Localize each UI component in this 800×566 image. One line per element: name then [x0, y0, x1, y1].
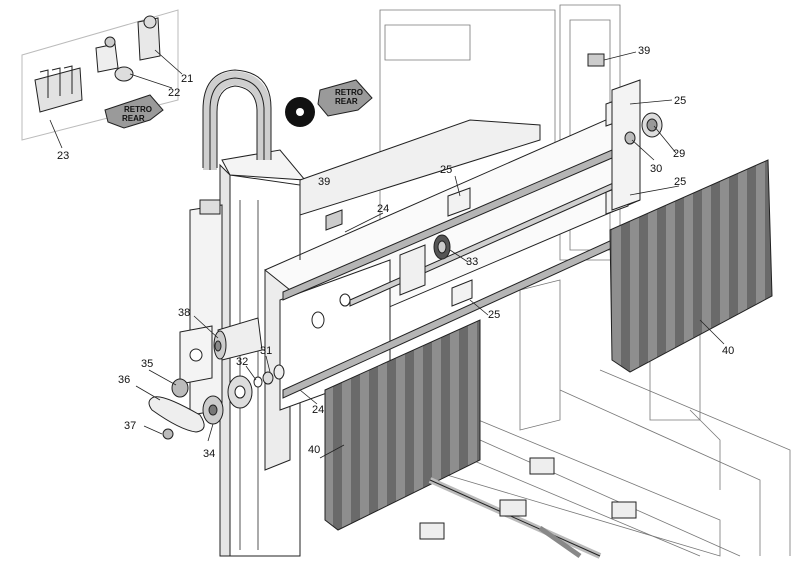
- bellows-cover-lower: [324, 319, 481, 531]
- callout-39-left: 39: [318, 176, 331, 188]
- pneumatic-inset: [21, 9, 179, 141]
- callout-40-upper: 40: [722, 345, 735, 357]
- callout-30: 30: [650, 163, 663, 175]
- retro-rear-arrow-main: RETRO REAR: [317, 79, 373, 117]
- retro-label-inset: RETRO: [124, 105, 152, 114]
- callout-21: 21: [181, 73, 194, 85]
- callout-25-d: 25: [674, 176, 687, 188]
- callout-25-b: 25: [488, 309, 501, 321]
- cable-conduit: [202, 69, 272, 170]
- base-linear-guides: [419, 457, 637, 559]
- motor-flange-plate: [179, 325, 213, 385]
- end-support-plate: [587, 53, 663, 211]
- callout-35: 35: [141, 358, 154, 370]
- callout-25-c: 25: [674, 95, 687, 107]
- callout-32: 32: [236, 356, 249, 368]
- retro-label-main: RETRO: [335, 88, 363, 97]
- callout-29: 29: [673, 148, 686, 160]
- callout-22: 22: [168, 87, 181, 99]
- callout-25-a: 25: [440, 164, 453, 176]
- callout-39-right: 39: [638, 45, 651, 57]
- bellows-cover-upper: [609, 159, 773, 373]
- timing-belt: [148, 396, 205, 433]
- limit-switch-left: [325, 209, 343, 231]
- motor-38: [213, 317, 263, 361]
- rear-label-main: REAR: [335, 97, 358, 106]
- callout-37: 37: [124, 420, 137, 432]
- callout-40-lower: 40: [308, 444, 321, 456]
- callout-31: 31: [260, 345, 273, 357]
- pulleys: [162, 364, 285, 440]
- callout-24-lower: 24: [312, 404, 325, 416]
- callout-34: 34: [203, 448, 216, 460]
- callout-23: 23: [57, 150, 70, 162]
- callout-33: 33: [466, 256, 479, 268]
- callout-24-upper: 24: [377, 203, 390, 215]
- callout-leader-lines: [49, 49, 725, 459]
- callout-36: 36: [118, 374, 131, 386]
- retro-rear-arrow-inset: RETRO REAR: [104, 94, 164, 129]
- spool-disc: [285, 97, 315, 127]
- rear-label-inset: REAR: [122, 114, 145, 123]
- callout-38: 38: [178, 307, 191, 319]
